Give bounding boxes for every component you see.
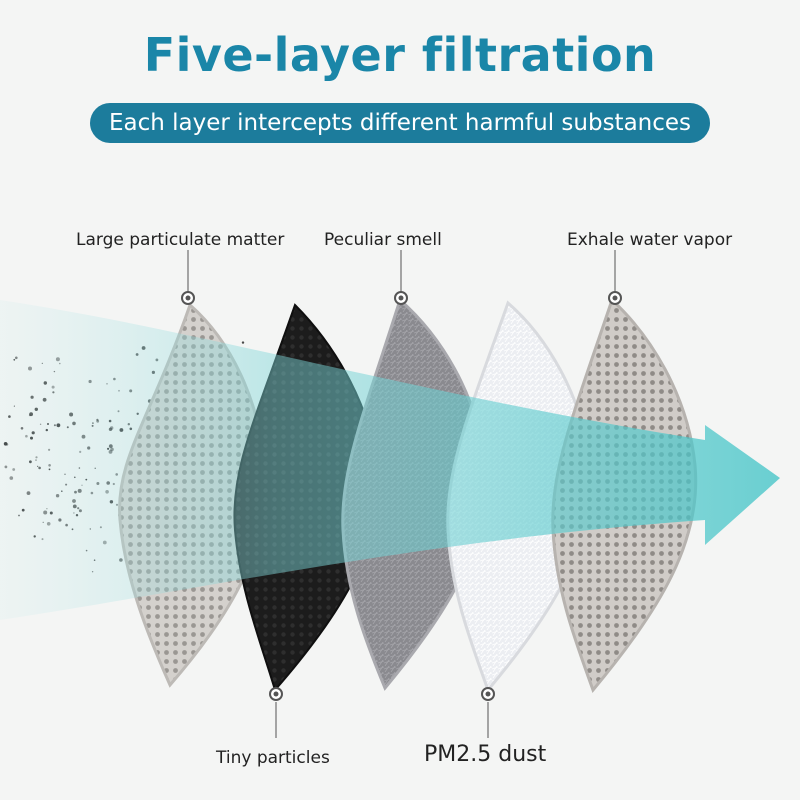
ring-dot-icon — [608, 291, 622, 305]
label-pm25-dust: PM2.5 dust — [424, 742, 547, 767]
ring-dot-icon — [181, 291, 195, 305]
label-tiny-particles: Tiny particles — [216, 748, 330, 768]
ring-dot-icon — [269, 687, 283, 701]
label-exhale-water-vapor: Exhale water vapor — [567, 230, 733, 250]
label-peculiar-smell: Peculiar smell — [324, 230, 442, 250]
ring-dot-icon — [481, 687, 495, 701]
airflow-arrow-icon — [0, 300, 780, 620]
page-title: Five-layer filtration — [143, 28, 657, 82]
subtitle-text: Each layer intercepts different harmful … — [108, 110, 692, 136]
label-large-particulate-matter: Large particulate matter — [76, 230, 285, 250]
callout-markers — [181, 291, 622, 701]
ring-dot-icon — [394, 291, 408, 305]
subtitle-banner: Each layer intercepts different harmful … — [90, 103, 710, 143]
